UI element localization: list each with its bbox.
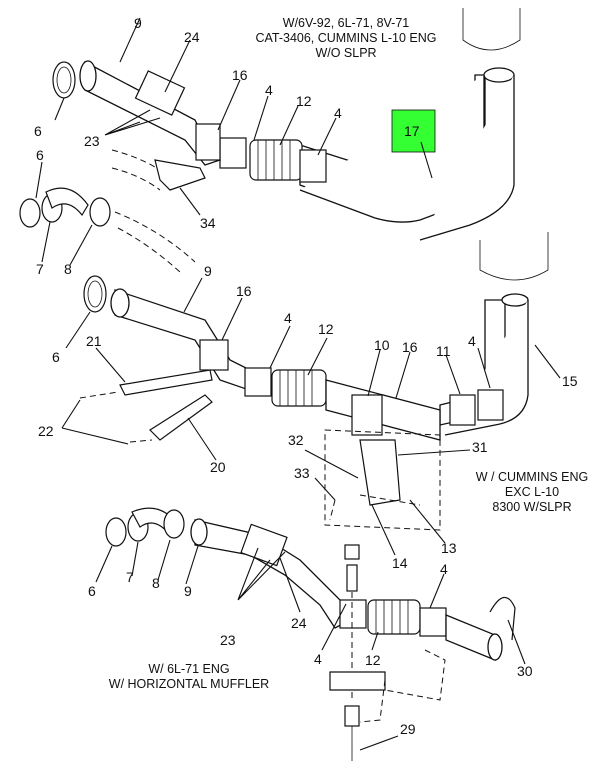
- callout-12: 12: [318, 321, 334, 337]
- callout-29: 29: [400, 721, 416, 737]
- pipe-17-opening: [483, 67, 515, 83]
- clamp-24-bottom: [240, 523, 288, 567]
- clamp-4-top-left: [219, 137, 247, 169]
- callout-4: 4: [334, 105, 342, 121]
- isolator-stud: [346, 564, 358, 592]
- callout-9: 9: [134, 15, 142, 31]
- callout-14: 14: [392, 555, 408, 571]
- callout-4: 4: [314, 651, 322, 667]
- bellows-12-middle: [271, 369, 327, 407]
- bracket-20: [149, 394, 213, 441]
- callout-6: 6: [88, 583, 96, 599]
- callout-9: 9: [184, 583, 192, 599]
- highlight-box-17: [391, 109, 436, 153]
- callout-13: 13: [441, 540, 457, 556]
- callout-21: 21: [86, 333, 102, 349]
- callout-16: 16: [232, 67, 248, 83]
- callout-4: 4: [284, 310, 292, 326]
- callout-7: 7: [126, 569, 134, 585]
- callout-6: 6: [52, 349, 60, 365]
- clamp-4-top-right: [299, 149, 327, 183]
- callout-20: 20: [210, 459, 226, 475]
- callout-11: 11: [436, 343, 451, 359]
- clamp-24-top: [134, 70, 186, 116]
- callout-9: 9: [204, 263, 212, 279]
- callout-12: 12: [296, 93, 312, 109]
- callout-4: 4: [440, 561, 448, 577]
- callout-6: 6: [34, 123, 42, 139]
- callout-22: 22: [38, 423, 54, 439]
- elbow-7-top: [45, 187, 89, 217]
- clamp-4-bottom-left: [339, 599, 367, 629]
- callout-16: 16: [236, 283, 252, 299]
- ring-6-top-b: [19, 198, 41, 228]
- callout-16: 16: [402, 339, 418, 355]
- isolator-29: [344, 705, 360, 727]
- bracket-34: [154, 159, 206, 191]
- callout-7: 7: [36, 261, 44, 277]
- hanger-plate: [329, 671, 386, 691]
- callout-6: 6: [36, 147, 44, 163]
- callout-31: 31: [472, 439, 488, 455]
- clamp-4-middle-right: [477, 389, 504, 421]
- clamp-11: [449, 394, 476, 426]
- callout-8: 8: [64, 261, 72, 277]
- ring-8-top: [89, 197, 111, 227]
- middle-assembly: [61, 232, 561, 556]
- clamp-4-middle-left: [244, 367, 272, 397]
- callout-4: 4: [468, 333, 476, 349]
- note-bottom: W/ 6L-71 ENG W/ HORIZONTAL MUFFLER: [108, 662, 270, 691]
- isolator-cap: [344, 544, 360, 560]
- bellows-12-top: [249, 139, 303, 181]
- bracket-21: [119, 369, 213, 396]
- ring-6-bottom: [105, 517, 127, 547]
- callout-4: 4: [265, 82, 273, 98]
- pipe-10: [325, 379, 441, 441]
- note-middle: W / CUMMINS ENG EXC L-10 8300 W/SLPR: [475, 470, 589, 514]
- bellows-12-bottom: [367, 599, 421, 635]
- callout-24: 24: [291, 615, 307, 631]
- callout-8: 8: [152, 575, 160, 591]
- top-assembly: 17: [19, 8, 521, 273]
- callout-12: 12: [365, 652, 381, 668]
- bottom-assembly: [95, 507, 526, 761]
- pipe-9-bottom: [194, 519, 351, 629]
- ring-8-bottom: [163, 509, 185, 539]
- callout-32: 32: [288, 432, 304, 448]
- pipe-tail-bottom: [445, 614, 496, 661]
- callout-24: 24: [184, 29, 200, 45]
- callout-23: 23: [220, 632, 236, 648]
- elbow-16-middle: [199, 339, 229, 371]
- bracket-16-middle: [351, 394, 383, 436]
- u-bolt-30: [489, 596, 516, 641]
- callout-10: 10: [374, 337, 390, 353]
- muffler-outline-top: [462, 8, 521, 51]
- bracket-16-top: [195, 123, 221, 161]
- callout-15: 15: [562, 373, 578, 389]
- callout-33: 33: [294, 465, 310, 481]
- support-bracket-31: [359, 439, 401, 506]
- callout-17: 17: [404, 123, 420, 139]
- callout-30: 30: [517, 663, 533, 679]
- note-top: W/6V-92, 6L-71, 8V-71 CAT-3406, CUMMINS …: [255, 16, 437, 60]
- clamp-4-bottom-right: [419, 607, 447, 637]
- callout-23: 23: [84, 133, 100, 149]
- callout-34: 34: [200, 215, 216, 231]
